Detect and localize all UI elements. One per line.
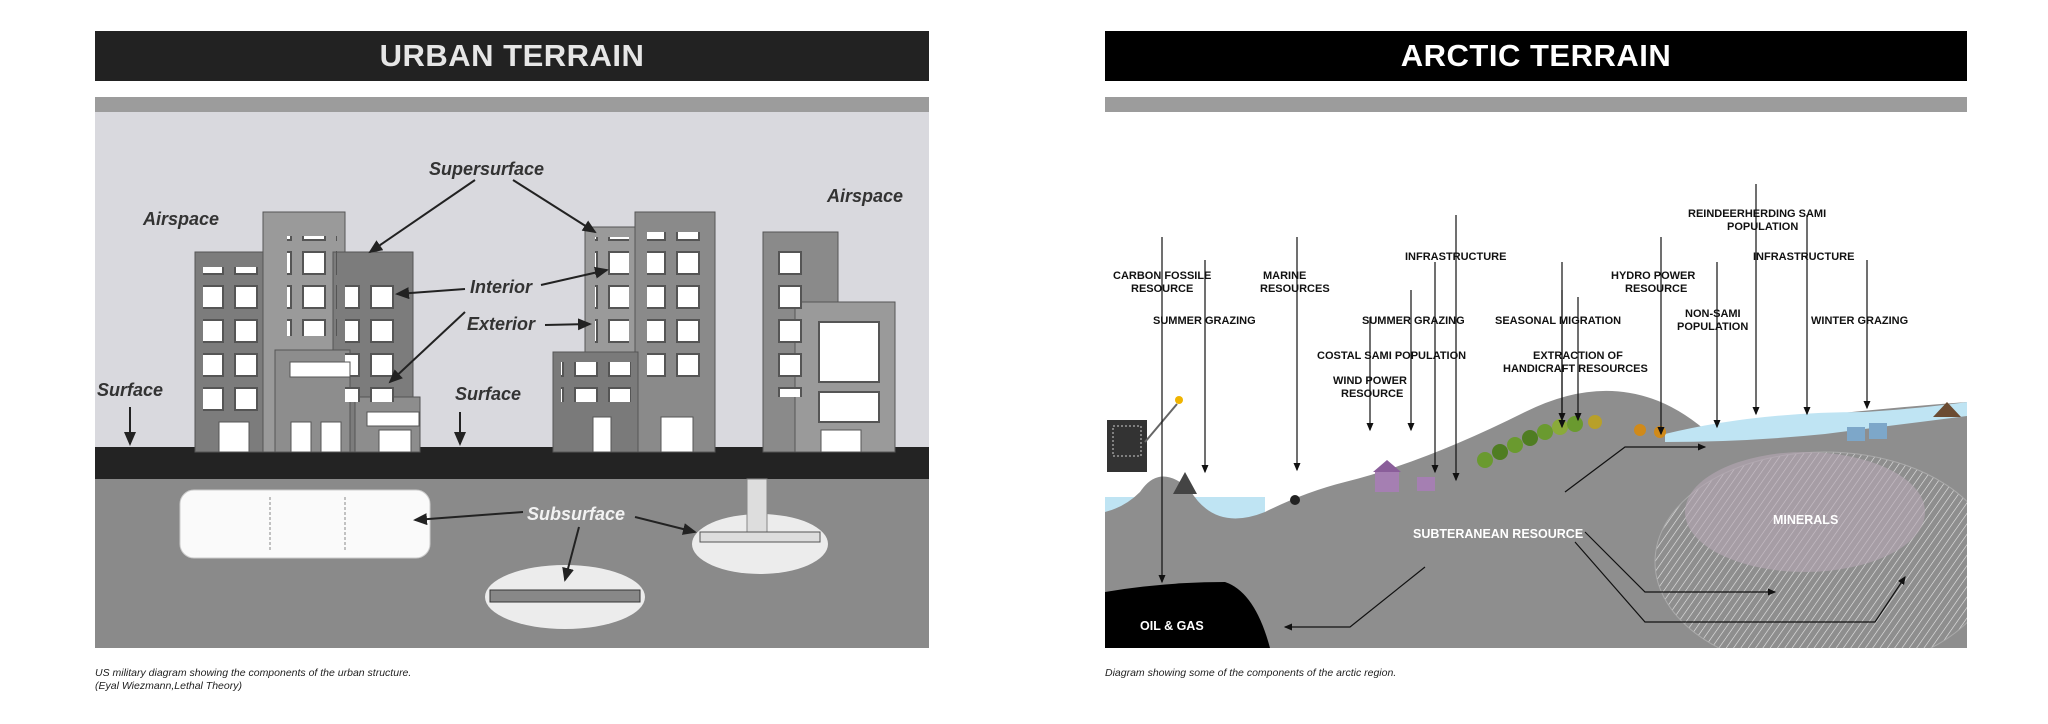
label-minerals: MINERALS [1773, 513, 1838, 527]
label-airspace-right: Airspace [826, 186, 903, 206]
label-wind-2: RESOURCE [1341, 388, 1403, 400]
urban-caption-line2: (Eyal Wiezmann,Lethal Theory) [95, 680, 242, 692]
label-infrastructure-right: INFRASTRUCTURE [1753, 251, 1854, 263]
label-carbon-2: RESOURCE [1131, 283, 1193, 295]
urban-terrain-diagram: Supersurface Airspace Airspace Interior … [95, 112, 929, 648]
label-non-sami-1: NON-SAMI [1685, 308, 1741, 320]
minerals-core [1685, 452, 1925, 572]
urban-title: URBAN TERRAIN [95, 31, 929, 81]
arctic-objects [1107, 396, 1961, 505]
label-subsurface: Subsurface [527, 504, 625, 524]
arctic-caption: Diagram showing some of the components o… [1105, 667, 1397, 679]
label-extraction-2: HANDICRAFT RESOURCES [1503, 363, 1648, 375]
oil-gas-deposit [1105, 582, 1270, 648]
label-costal-sami: COSTAL SAMI POPULATION [1317, 350, 1466, 362]
arctic-pointers [1158, 184, 1871, 584]
label-subteranean: SUBTERANEAN RESOURCE [1413, 527, 1583, 541]
label-airspace-left: Airspace [142, 209, 219, 229]
label-surface-mid: Surface [455, 384, 521, 404]
building-cluster-left [194, 211, 421, 453]
label-seasonal-migration: SEASONAL MIGRATION [1495, 315, 1621, 327]
label-marine-2: RESOURCES [1260, 283, 1330, 295]
label-infrastructure-left: INFRASTRUCTURE [1405, 251, 1506, 263]
resource-arrows [1283, 443, 1906, 631]
label-supersurface: Supersurface [429, 159, 544, 179]
arctic-title: ARCTIC TERRAIN [1105, 31, 1967, 81]
label-marine-1: MARINE [1263, 270, 1306, 282]
subsurface-structures [179, 478, 828, 629]
ice-layer [1665, 402, 1967, 442]
label-winter-grazing: WINTER GRAZING [1811, 315, 1908, 327]
building-cluster-mid [552, 211, 716, 453]
label-surface-left: Surface [97, 380, 163, 400]
urban-divider-bar [95, 97, 929, 112]
label-summer-grazing-left: SUMMER GRAZING [1153, 315, 1256, 327]
urban-arrows [124, 179, 697, 582]
urban-caption: US military diagram showing the componen… [95, 667, 935, 693]
building-cluster-right [762, 231, 896, 453]
label-hydro-2: RESOURCE [1625, 283, 1687, 295]
label-non-sami-2: POPULATION [1677, 321, 1748, 333]
label-exterior: Exterior [467, 314, 536, 334]
label-hydro-1: HYDRO POWER [1611, 270, 1695, 282]
label-interior: Interior [470, 277, 533, 297]
label-reindeer-2: POPULATION [1727, 221, 1798, 233]
label-extraction-1: EXTRACTION OF [1533, 350, 1623, 362]
label-wind-1: WIND POWER [1333, 375, 1407, 387]
arctic-divider-bar [1105, 97, 1967, 112]
label-summer-grazing-mid: SUMMER GRAZING [1362, 315, 1465, 327]
label-carbon-1: CARBON FOSSILE [1113, 270, 1211, 282]
label-reindeer-1: REINDEERHERDING SAMI [1688, 208, 1826, 220]
label-oil-gas: OIL & GAS [1140, 619, 1204, 633]
arctic-terrain-diagram: CARBON FOSSILE RESOURCE SUMMER GRAZING M… [1105, 184, 1967, 648]
urban-caption-line1: US military diagram showing the componen… [95, 667, 412, 679]
